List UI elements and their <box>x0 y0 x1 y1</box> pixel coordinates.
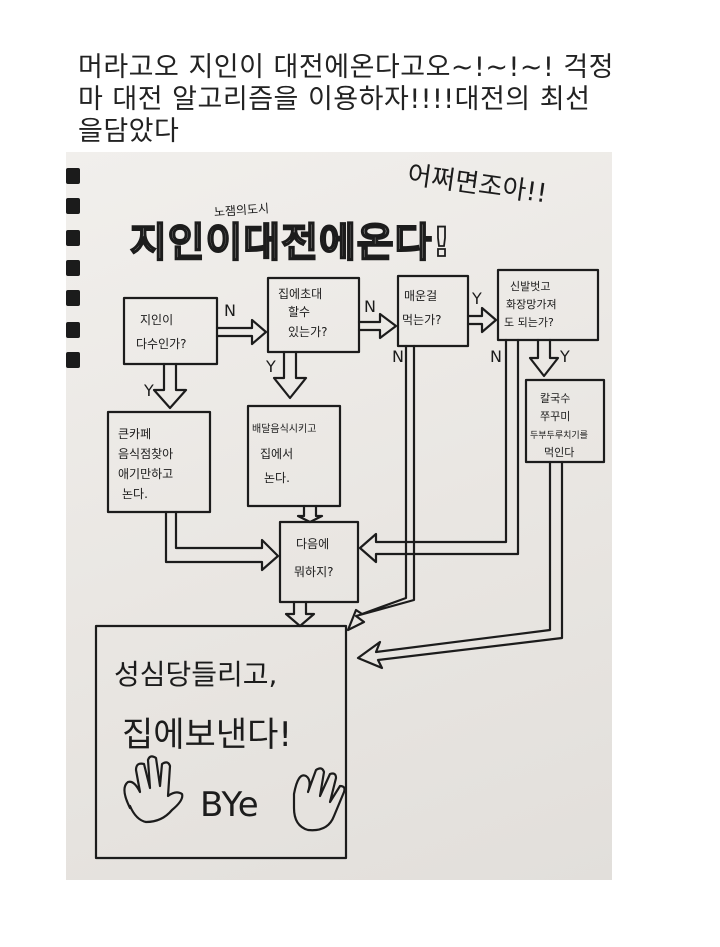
q2-line3: 있는가? <box>288 325 328 339</box>
q4-line1: 신발벗고 <box>510 280 550 293</box>
arrow-n-1 <box>215 318 268 346</box>
spiral-ring <box>66 198 80 214</box>
label-n-3: N <box>392 347 404 366</box>
a4-line1: 칼국수 <box>540 392 570 405</box>
question-box-1 <box>122 296 219 366</box>
caption-line-1: 머라고오 지인이 대전에온다고오~!~!~! 걱정 <box>78 52 615 83</box>
a1-line1: 큰카페 <box>118 427 151 441</box>
q2-line1: 집에초대 <box>278 287 322 301</box>
a4-line2: 쭈꾸미 <box>540 410 570 423</box>
a1-line4: 논다. <box>122 487 148 501</box>
caption-line-2: 마 대전 알고리즘을 이용하자!!!!대전의 최선 <box>78 84 591 115</box>
question-box-3 <box>396 274 470 348</box>
final-line2: 집에보낸다! <box>122 715 292 755</box>
q3-line1: 매운걸 <box>404 289 437 303</box>
spiral-ring <box>66 322 80 338</box>
flowchart-title: 지인이대전에온다! <box>130 220 452 266</box>
arrow-n-3 <box>346 344 416 632</box>
a4-line4: 먹인다 <box>544 446 574 459</box>
arrow-a4-to-final <box>356 460 564 670</box>
label-y-4: Y <box>559 347 570 366</box>
left-hand-doodle <box>123 755 184 824</box>
flowchart-drawing: 어쩌면조아!! 노잼의도시 지인이대전에온다! 지인이 다수인가? 집에초대 할… <box>94 160 606 860</box>
label-y-1: Y <box>143 381 154 400</box>
label-y-2: Y <box>265 357 276 376</box>
question-box-4 <box>496 268 600 342</box>
a2-line3: 논다. <box>264 471 290 485</box>
bye-text: BYe <box>200 785 259 825</box>
q2-line2: 할수 <box>288 305 310 319</box>
right-hand-doodle <box>292 767 346 832</box>
answer-box-4 <box>524 378 606 464</box>
final-line1: 성심당들리고, <box>114 658 277 691</box>
arrow-y-2 <box>272 350 308 400</box>
q3-line2: 먹는가? <box>402 313 442 327</box>
next-box <box>278 520 360 604</box>
caption-line-3: 을담았다 <box>78 116 180 147</box>
arrow-y-4 <box>528 338 560 378</box>
arrow-y-3 <box>466 306 498 334</box>
label-n-4: N <box>490 347 502 366</box>
corner-note: 어쩌면조아!! <box>406 160 549 209</box>
label-y-3: Y <box>471 289 482 308</box>
q1-line1: 지인이 <box>140 313 173 327</box>
spiral-ring <box>66 168 80 184</box>
q4-line3: 도 되는가? <box>504 316 554 329</box>
spiral-ring <box>66 290 80 306</box>
a1-line3: 애기만하고 <box>118 467 173 481</box>
arrow-next-down <box>284 600 316 628</box>
flowchart-photo: 어쩌면조아!! 노잼의도시 지인이대전에온다! 지인이 다수인가? 집에초대 할… <box>66 152 612 880</box>
question-box-2 <box>266 276 361 354</box>
arrow-n-2 <box>357 312 398 340</box>
next-line1: 다음에 <box>296 537 329 551</box>
title-subtitle: 노잼의도시 <box>213 201 269 219</box>
a2-line2: 집에서 <box>260 447 293 461</box>
final-box <box>94 624 348 860</box>
arrow-y-1 <box>152 362 188 410</box>
label-n-1: N <box>224 301 236 320</box>
spiral-ring <box>66 260 80 276</box>
q4-line2: 화장망가져 <box>506 298 557 311</box>
arrow-a2-to-next <box>296 504 324 524</box>
a4-line3: 두부두루치기를 <box>530 429 588 441</box>
spiral-ring <box>66 230 80 246</box>
answer-box-2 <box>246 404 342 508</box>
next-line2: 뭐하지? <box>294 565 334 579</box>
answer-box-1 <box>106 410 212 514</box>
arrow-n-4 <box>358 338 520 564</box>
arrow-a1-to-next <box>164 510 280 572</box>
q1-line2: 다수인가? <box>136 337 187 351</box>
label-n-2: N <box>364 297 376 316</box>
a1-line2: 음식점찾아 <box>118 447 173 461</box>
post-caption: 머라고오 지인이 대전에온다고오~!~!~! 걱정 마 대전 알고리즘을 이용하… <box>78 52 678 148</box>
spiral-ring <box>66 352 80 368</box>
a2-line1: 배달음식시키고 <box>252 423 316 435</box>
